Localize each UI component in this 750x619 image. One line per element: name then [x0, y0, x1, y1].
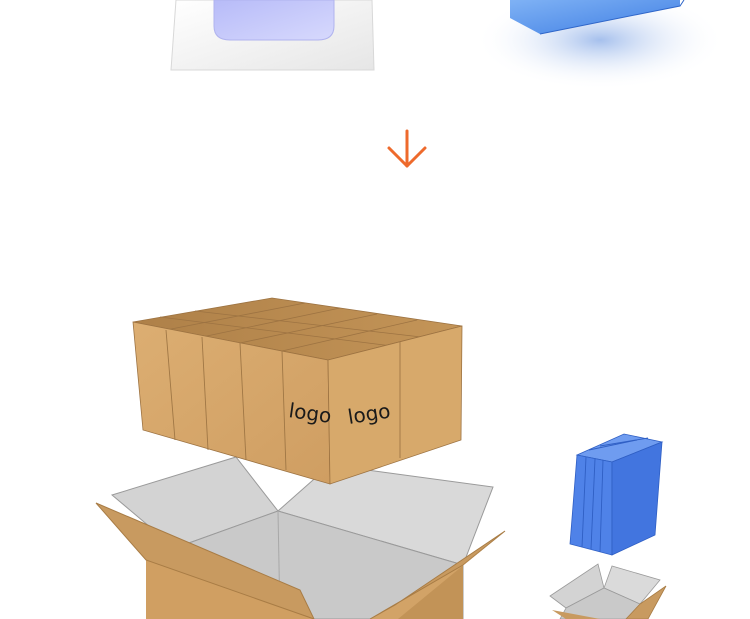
blue-product-box: [569, 433, 664, 556]
wipe-window-icon: [213, 0, 335, 41]
wet-wipe-pack: [170, 0, 375, 71]
open-shipping-carton: [95, 456, 506, 619]
closed-shipping-carton: logo logo: [132, 297, 463, 485]
arrow-down-icon: [387, 129, 427, 168]
blue-product-box-top: [475, 0, 725, 90]
small-open-carton: [549, 563, 667, 619]
carton-logo-left: logo: [287, 398, 333, 428]
